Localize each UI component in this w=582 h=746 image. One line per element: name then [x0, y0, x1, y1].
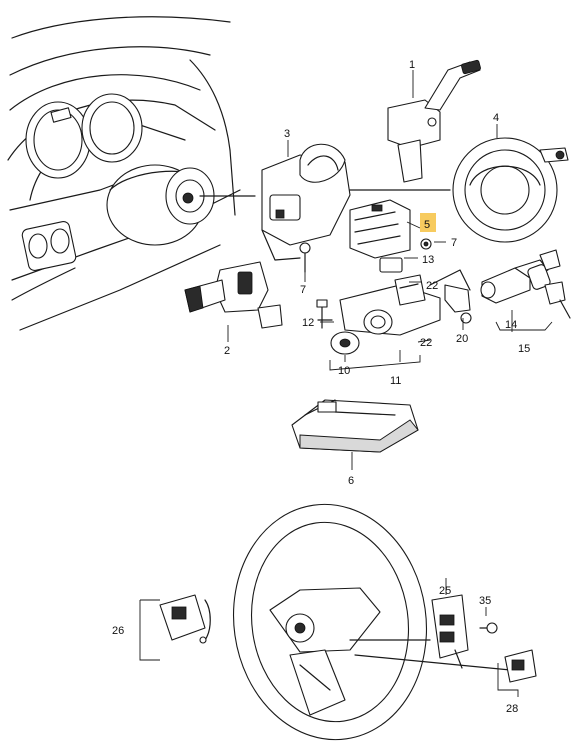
- callout-35: 35: [479, 595, 491, 607]
- callout-2: 2: [224, 345, 230, 357]
- callout-10: 10: [338, 365, 350, 377]
- callout-13: 13: [422, 254, 434, 266]
- part-11-lock-housing-assembly: [339, 269, 471, 336]
- callout-5: 5: [424, 219, 430, 231]
- callout-5-highlight: [420, 213, 436, 232]
- leader-lines: [139, 70, 553, 697]
- callout-20: 20: [456, 333, 468, 345]
- part-6-control-unit: [291, 399, 419, 470]
- callout-28: 28: [506, 703, 518, 715]
- part-1-wiper-switch: [387, 59, 481, 183]
- callout-26: 26: [112, 625, 124, 637]
- callout-labels: 1 2 3 4 5 6 7 7 10 11 12 13 14 15 20 22 …: [112, 59, 530, 715]
- part-3-switch-housing: [261, 143, 451, 261]
- part-26-paddle-switch: [159, 594, 211, 644]
- callout-1: 1: [409, 59, 415, 71]
- steering-wheel-illustration: [232, 503, 511, 741]
- callout-22b: 22: [420, 337, 432, 349]
- part-15-key: [527, 249, 571, 319]
- callout-14: 14: [505, 319, 517, 331]
- part-7-bolt: [299, 242, 311, 273]
- part-35-screw: [479, 622, 498, 634]
- callout-7a: 7: [451, 237, 457, 249]
- callout-6: 6: [348, 475, 354, 487]
- callout-4: 4: [493, 112, 499, 124]
- dashboard-illustration: [7, 16, 256, 331]
- part-13-clip: [379, 257, 403, 273]
- part-10-ignition-lock: [330, 331, 360, 355]
- part-25-wheel-buttons: [431, 594, 469, 669]
- part-5-control-module: [349, 199, 411, 259]
- part-20-bracket: [444, 284, 472, 324]
- callout-7b: 7: [300, 284, 306, 296]
- callout-15: 15: [518, 343, 530, 355]
- part-7-nut: [420, 238, 432, 250]
- callout-3: 3: [284, 128, 290, 140]
- callout-25: 25: [439, 585, 451, 597]
- part-2-turn-signal-switch: [184, 261, 283, 329]
- callout-11: 11: [390, 375, 401, 387]
- callout-12: 12: [302, 317, 314, 329]
- callout-22a: 22: [426, 280, 438, 292]
- part-4-clock-spring: [452, 137, 569, 243]
- part-28-paddle-switch: [504, 649, 537, 683]
- part-12-screw: [316, 299, 333, 329]
